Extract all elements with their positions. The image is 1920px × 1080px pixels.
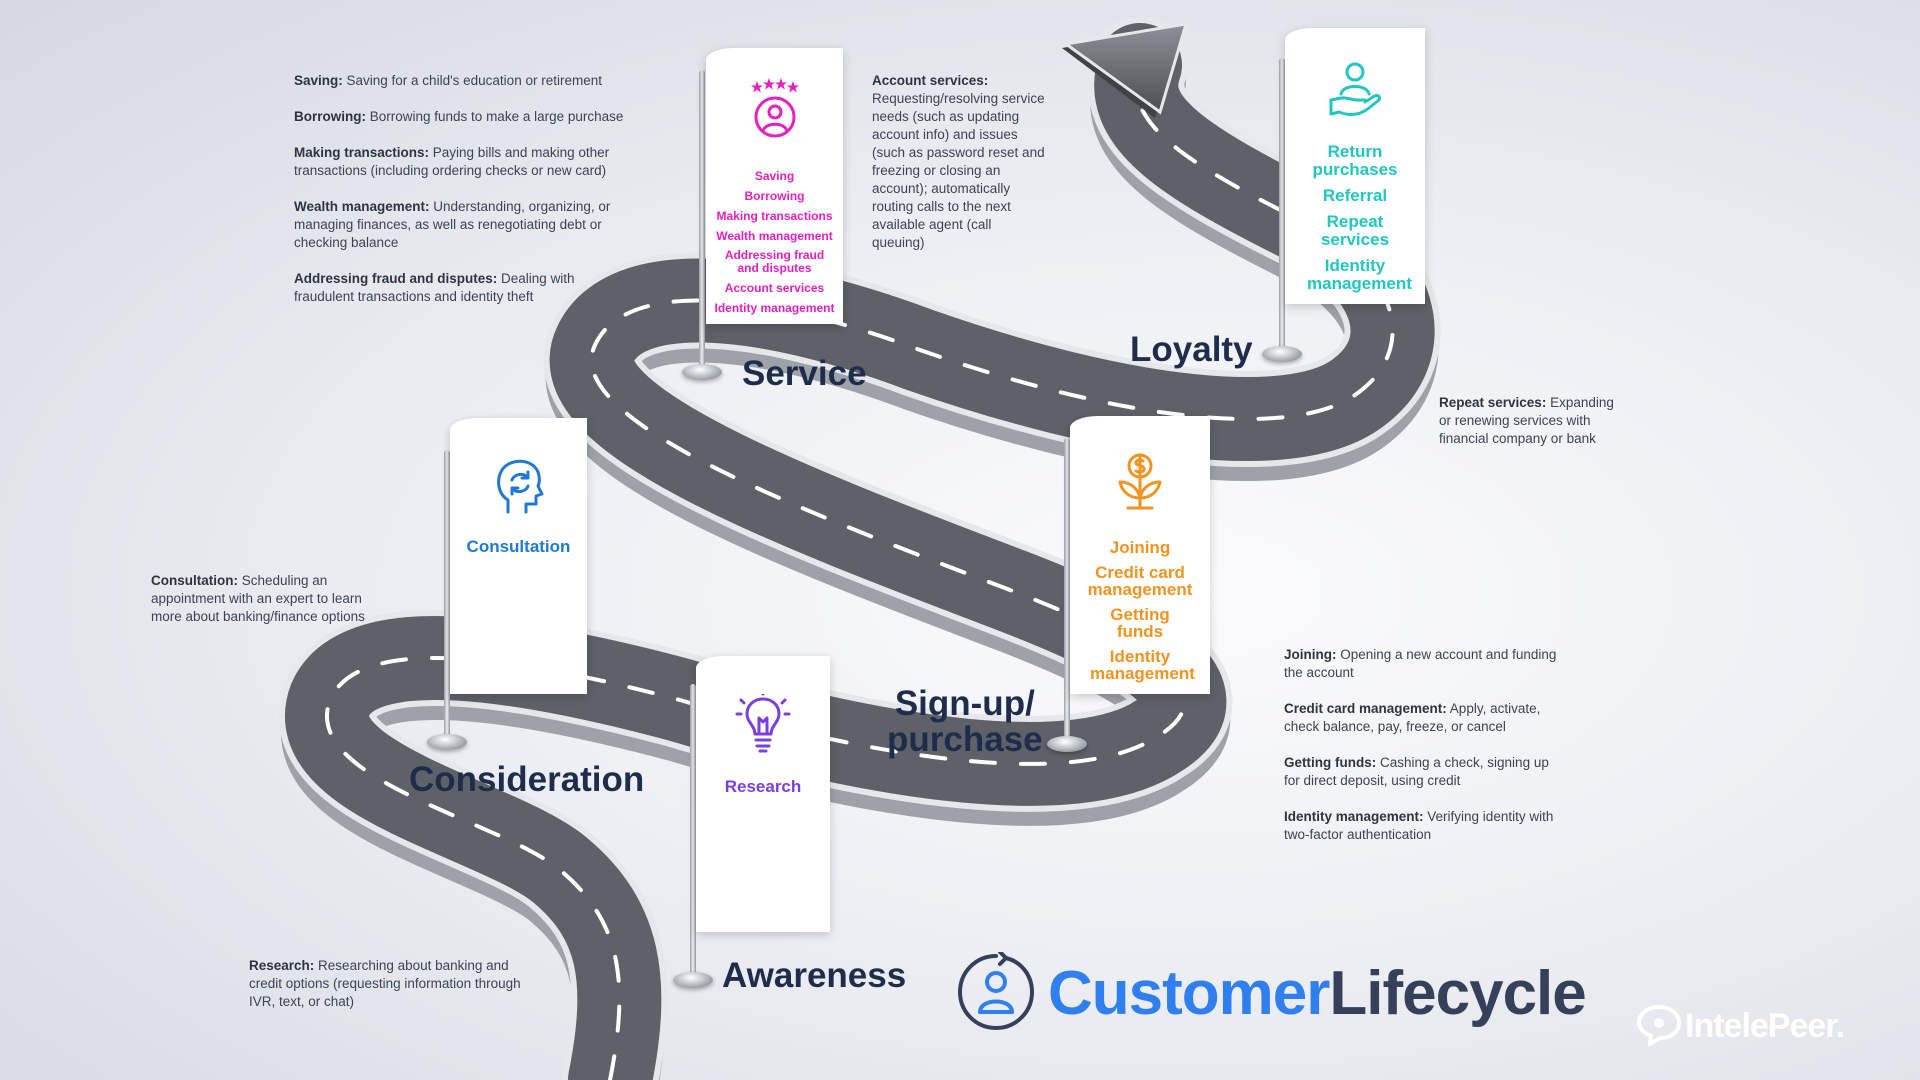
loyalty-flag-pole bbox=[1279, 58, 1285, 354]
desc-consultation: Consultation: Scheduling an appointment … bbox=[151, 573, 365, 624]
stage-service: Service bbox=[742, 354, 867, 393]
research-description: Research: Researching about banking and … bbox=[249, 957, 524, 1029]
consultation-description: Consultation: Scheduling an appointment … bbox=[151, 572, 386, 644]
service-item-account-services: Account services bbox=[724, 281, 825, 295]
customer-cycle-icon bbox=[958, 952, 1034, 1030]
research-label: Research bbox=[724, 777, 802, 796]
lightbulb-icon bbox=[735, 692, 791, 753]
consultation-flag-pole bbox=[444, 450, 450, 746]
service-flag-pole bbox=[699, 70, 705, 370]
brand-name: IntelePeer. bbox=[1685, 1007, 1845, 1045]
loyalty-flag-base bbox=[1262, 346, 1302, 362]
head-cycle-icon bbox=[496, 459, 543, 514]
service-descriptions: Saving: Saving for a child's education o… bbox=[294, 72, 634, 324]
desc-making-transactions: Making transactions: Paying bills and ma… bbox=[294, 145, 610, 178]
money-plant-icon bbox=[1118, 453, 1162, 510]
repeat-services-description: Repeat services: Expanding or renewing s… bbox=[1439, 394, 1619, 466]
service-item-identity-management: Identity management bbox=[714, 301, 835, 315]
stage-signup-purchase: Sign-up/ purchase bbox=[887, 686, 1043, 758]
desc-wealth-management: Wealth management: Understanding, organi… bbox=[294, 199, 611, 250]
consultation-label: Consultation bbox=[466, 537, 571, 556]
title-part-customer: Customer bbox=[1048, 959, 1330, 1028]
consultation-flag-base bbox=[427, 734, 467, 750]
service-flag: Saving Borrowing Making transactions Wea… bbox=[706, 48, 843, 324]
loyalty-item-referral: Referral bbox=[1322, 186, 1388, 205]
page-title: CustomerLifecycle bbox=[1048, 958, 1587, 1029]
intelepeer-logo-icon bbox=[1636, 1004, 1682, 1046]
signup-item-credit-card: Credit card management bbox=[1087, 563, 1193, 599]
loyalty-item-identity-management: Identity management bbox=[1307, 256, 1412, 293]
signup-flag-base bbox=[1047, 736, 1087, 752]
stage-loyalty: Loyalty bbox=[1130, 330, 1253, 369]
hand-person-icon bbox=[1329, 62, 1381, 117]
service-item-wealth-management: Wealth management bbox=[716, 229, 833, 243]
stage-signup-line1: Sign-up/ bbox=[894, 684, 1035, 723]
service-item-borrowing: Borrowing bbox=[744, 189, 805, 203]
signup-item-getting-funds: Getting funds bbox=[1110, 605, 1170, 641]
service-item-fraud-disputes: Addressing fraud and disputes bbox=[724, 248, 825, 275]
loyalty-flag: Return purchases Referral Repeat service… bbox=[1285, 28, 1425, 304]
desc-saving: Saving: Saving for a child's education o… bbox=[294, 73, 602, 88]
desc-repeat-services: Repeat services: Expanding or renewing s… bbox=[1439, 395, 1614, 446]
desc-research: Research: Researching about banking and … bbox=[249, 958, 521, 1009]
desc-identity-management: Identity management: Verifying identity … bbox=[1284, 809, 1554, 842]
desc-credit-card: Credit card management: Apply, activate,… bbox=[1284, 701, 1541, 734]
signup-item-joining: Joining bbox=[1109, 538, 1171, 557]
service-item-making-transactions: Making transactions bbox=[716, 209, 833, 223]
stage-consideration: Consideration bbox=[409, 760, 645, 799]
research-flag-base bbox=[673, 972, 713, 988]
consultation-flag: Consultation bbox=[450, 418, 587, 694]
stage-signup-line2: purchase bbox=[887, 720, 1043, 759]
loyalty-item-repeat-services: Repeat services bbox=[1320, 212, 1390, 249]
loyalty-item-return-purchases: Return purchases bbox=[1312, 142, 1398, 179]
desc-fraud-disputes: Addressing fraud and disputes: Dealing w… bbox=[294, 271, 575, 304]
title-part-lifecycle: Lifecycle bbox=[1329, 959, 1586, 1028]
account-services-description: Account services: Requesting/resolving s… bbox=[872, 72, 1047, 270]
service-item-saving: Saving bbox=[754, 169, 795, 183]
signup-flag-pole bbox=[1064, 438, 1070, 744]
person-stars-icon bbox=[750, 78, 799, 138]
stage-awareness: Awareness bbox=[722, 956, 907, 995]
service-flag-base bbox=[682, 364, 722, 380]
road-arrow-head bbox=[1062, 22, 1189, 118]
research-flag: Research bbox=[696, 656, 830, 932]
signup-item-identity-management: Identity management bbox=[1090, 647, 1195, 683]
research-flag-pole bbox=[690, 684, 696, 980]
desc-joining: Joining: Opening a new account and fundi… bbox=[1284, 647, 1557, 680]
desc-getting-funds: Getting funds: Cashing a check, signing … bbox=[1284, 755, 1549, 788]
desc-borrowing: Borrowing: Borrowing funds to make a lar… bbox=[294, 109, 624, 124]
signup-descriptions: Joining: Opening a new account and fundi… bbox=[1284, 646, 1564, 862]
desc-account-services: Account services: Requesting/resolving s… bbox=[872, 73, 1045, 250]
signup-flag: Joining Credit card management Getting f… bbox=[1070, 416, 1210, 694]
